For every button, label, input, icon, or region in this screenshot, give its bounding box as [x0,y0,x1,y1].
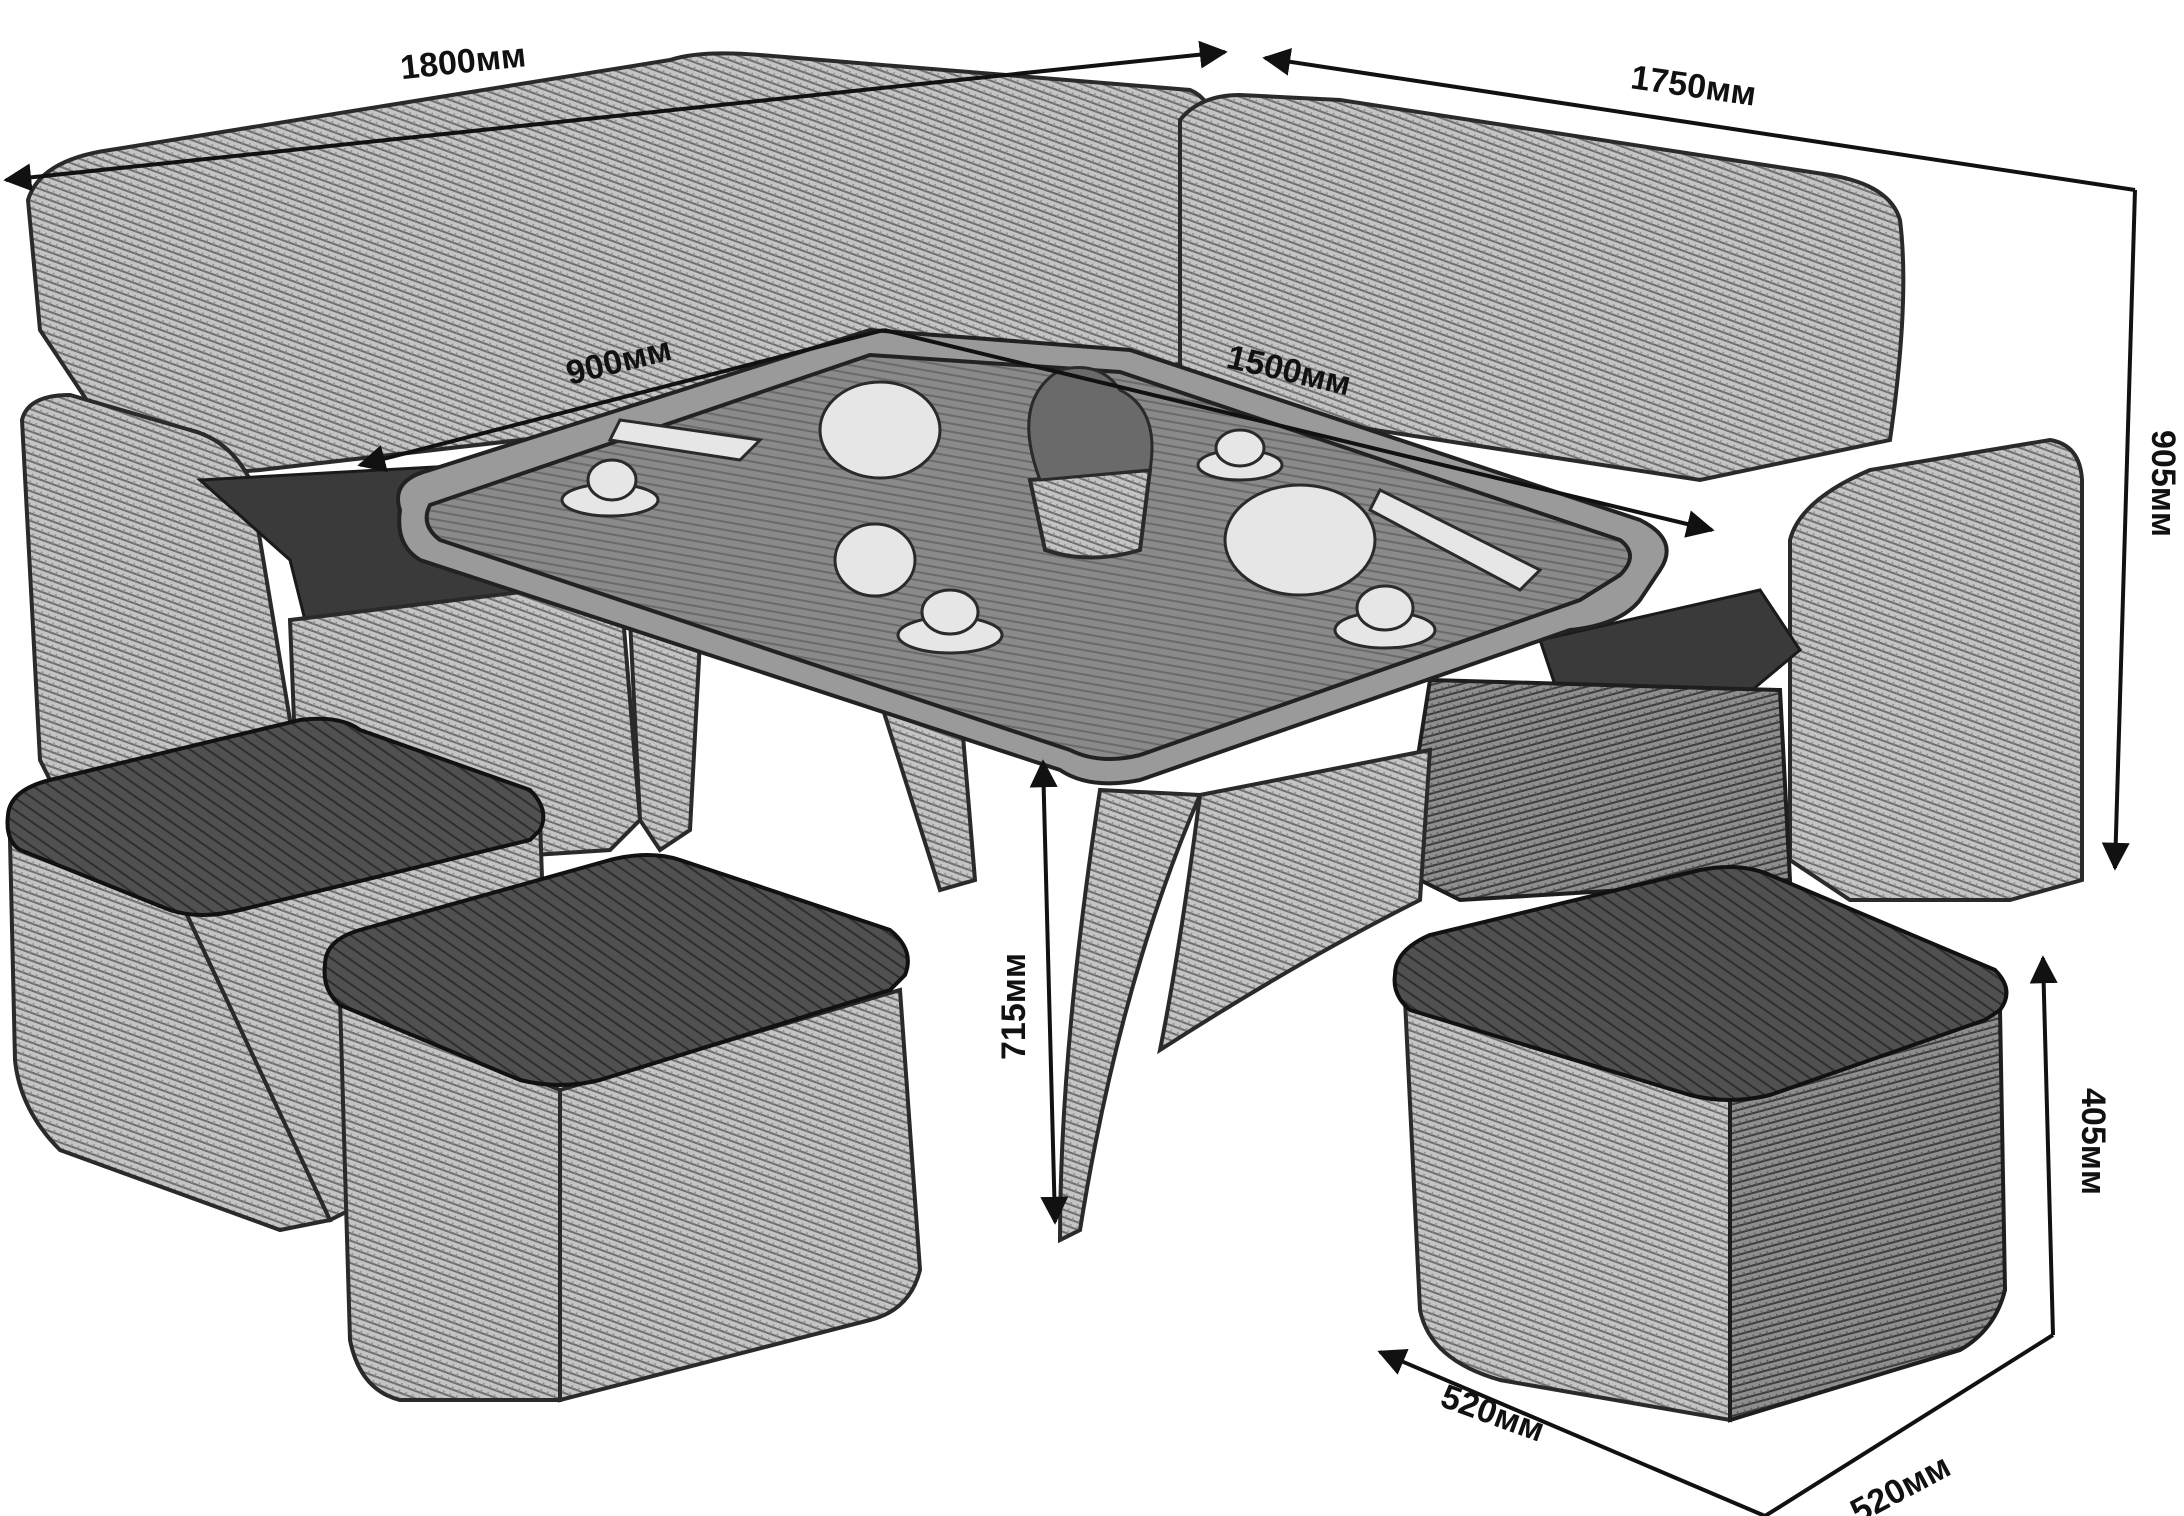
cup-icon [1214,428,1266,468]
pouf-body-right [558,987,923,1403]
label-pouf-height: 405мм [2074,1088,2112,1195]
dim-line-table-width [357,328,885,473]
teapot-icon [818,380,942,480]
table-leg-front-left [1057,787,1203,1244]
pouf-cushion [322,853,910,1087]
dim-line-table-height [1029,759,1069,1225]
table-leg-back-left [627,617,703,853]
pouf-body [337,996,562,1402]
pouf-front-left [322,853,923,1403]
pouf-body [7,837,333,1233]
flowers-icon [1027,366,1154,482]
pouf-cushion [5,716,546,917]
dim-line-table-length [883,328,1715,538]
cup-icon [586,458,638,502]
napkin-icon [1368,487,1543,592]
label-back-left-width: 1800мм [399,36,528,87]
dim-line-pouf-depth [1377,1348,1766,1516]
dim-line-pouf-height [2029,955,2058,1336]
cup-icon [920,588,980,636]
label-back-right-width: 1750мм [1628,58,1758,113]
napkin-icon [607,418,764,462]
label-sofa-height: 905мм [2144,430,2182,537]
label-table-height: 715мм [995,953,1033,1060]
sugar-bowl-icon [833,522,917,598]
teapot-icon [1223,483,1377,597]
dimension-lines [3,40,2137,1516]
sofa-right-arm [1788,437,2084,902]
dim-line-pouf-width [1763,1333,2055,1516]
dim-line-back-right [1262,47,2136,192]
dim-line-sofa-height [2101,189,2137,871]
pouf-body-right [1728,1007,2008,1423]
table-leg-front-right [1157,747,1433,1055]
pouf-cushion [1392,865,2009,1102]
label-pouf-depth: 520мм [1436,1377,1550,1449]
flower-basket-icon [1027,467,1153,560]
pouf-body [1402,997,1732,1423]
pouf-right [1392,865,2009,1423]
dim-line-back-left [3,40,1228,192]
cup-icon [1355,584,1415,632]
